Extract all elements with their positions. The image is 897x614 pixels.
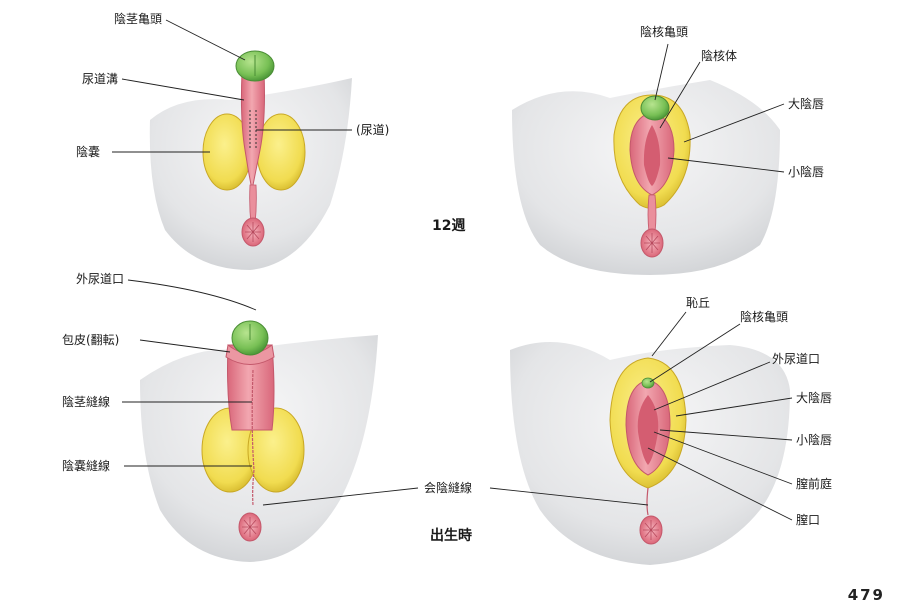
leader-line xyxy=(651,311,687,357)
label-urethra: (尿道) xyxy=(356,123,390,137)
leader-line xyxy=(165,19,246,61)
leader-line xyxy=(127,279,257,311)
label-glans-penis: 陰茎亀頭 xyxy=(114,12,163,26)
perineal-raphe xyxy=(646,487,649,516)
label-labia-minora: 小陰唇 xyxy=(788,165,825,179)
urogenital-groove xyxy=(643,125,661,186)
leader-line xyxy=(654,43,669,101)
leader-line xyxy=(647,447,793,521)
label-vaginal-orifice: 膣口 xyxy=(796,513,821,527)
leader-line xyxy=(139,339,231,353)
label-mons-pubis: 恥丘 xyxy=(686,296,711,310)
leader-lines xyxy=(112,19,793,521)
leader-line xyxy=(675,397,793,417)
leader-line xyxy=(121,78,245,101)
stage-label-12-weeks: 12週 xyxy=(432,218,466,234)
label-labia-majora: 大陰唇 xyxy=(788,97,825,111)
label-labia-majora-birth: 大陰唇 xyxy=(796,391,833,405)
label-penile-raphe: 陰茎縫線 xyxy=(62,395,111,409)
anus-folds xyxy=(643,520,659,540)
leader-line xyxy=(653,361,771,411)
label-scrotum: 陰嚢 xyxy=(76,145,101,159)
label-external-urethral-orifice-female: 外尿道口 xyxy=(772,352,821,366)
label-prepuce: 包皮(翻転) xyxy=(62,333,120,347)
leader-line xyxy=(649,323,741,383)
label-vestibule: 膣前庭 xyxy=(796,477,833,491)
male-birth-drawing xyxy=(140,320,378,562)
scrotal-swelling-right xyxy=(256,113,306,191)
label-urethral-groove: 尿道溝 xyxy=(82,72,119,86)
vestibule xyxy=(637,395,659,465)
anus-folds xyxy=(644,233,660,253)
leader-line xyxy=(653,431,793,485)
raphe-tube xyxy=(647,194,657,233)
clitoral-glans xyxy=(641,377,655,389)
stage-label-birth: 出生時 xyxy=(430,528,472,544)
label-labia-minora-birth: 小陰唇 xyxy=(796,433,833,447)
leader-line xyxy=(667,157,785,173)
leader-line xyxy=(659,429,793,441)
penis-shaft xyxy=(227,344,275,431)
label-clitoral-glans-birth: 陰核亀頭 xyxy=(740,310,789,324)
female-12w-drawing xyxy=(512,80,780,275)
anus-folds xyxy=(242,517,258,537)
clitoral-glans xyxy=(640,95,670,121)
label-clitoral-body: 陰核体 xyxy=(701,49,738,63)
label-clitoral-glans: 陰核亀頭 xyxy=(640,25,689,39)
leader-line xyxy=(659,61,701,129)
leader-line xyxy=(262,487,419,506)
raphe xyxy=(251,369,255,506)
leader-line xyxy=(683,103,785,143)
leader-line xyxy=(489,487,649,506)
label-scrotal-raphe: 陰嚢縫線 xyxy=(62,459,111,473)
label-perineal-raphe: 会陰縫線 xyxy=(424,481,473,495)
female-birth-drawing xyxy=(510,342,790,565)
anus-folds xyxy=(245,222,261,242)
male-12w-drawing xyxy=(149,50,352,270)
label-external-urethral-orifice: 外尿道口 xyxy=(76,272,125,286)
page-number: 479 xyxy=(847,586,885,604)
